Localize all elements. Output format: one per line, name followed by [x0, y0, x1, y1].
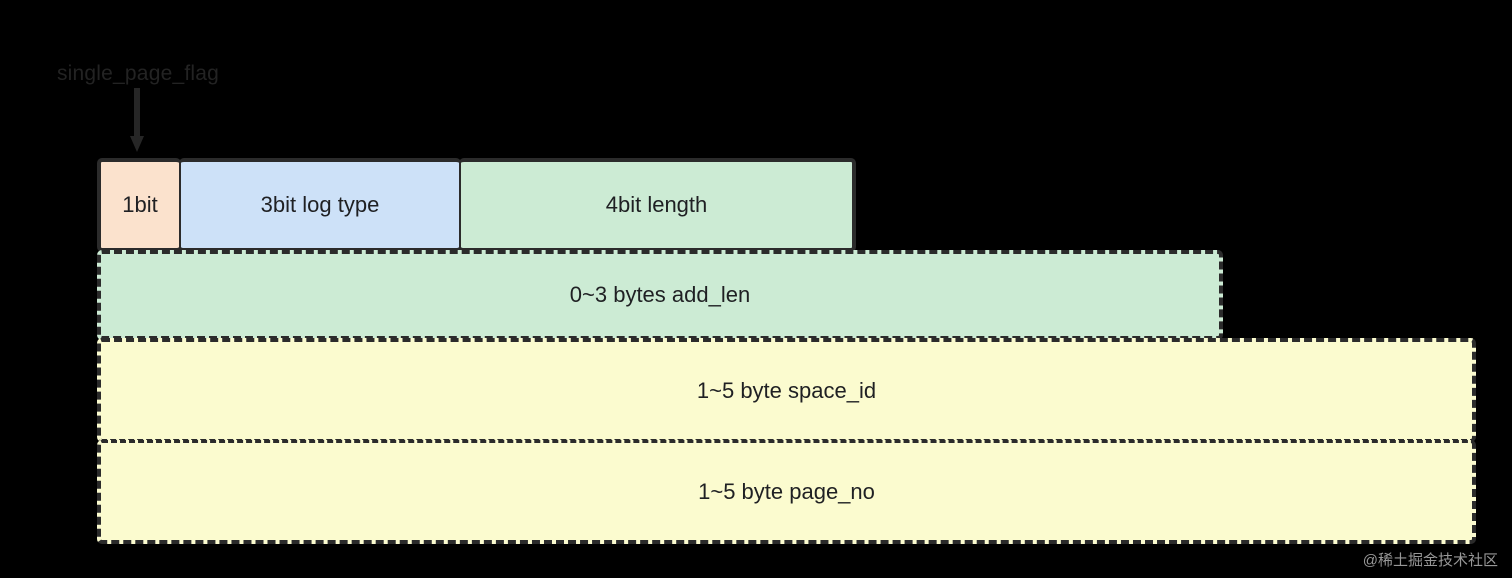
arrow-head — [130, 136, 144, 152]
field-page-no: 1~5 byte page_no — [97, 440, 1476, 544]
arrow-down-icon — [130, 88, 144, 160]
field-space-id: 1~5 byte space_id — [97, 338, 1476, 442]
field-length: 4bit length — [459, 158, 856, 252]
field-1bit: 1bit — [97, 158, 181, 252]
field-log-type: 3bit log type — [179, 158, 461, 252]
arrow-stem — [134, 88, 140, 140]
watermark: @稀土掘金技术社区 — [1362, 552, 1498, 569]
single-page-flag-label: single_page_flag — [56, 62, 219, 85]
field-add-len: 0~3 bytes add_len — [97, 250, 1223, 340]
